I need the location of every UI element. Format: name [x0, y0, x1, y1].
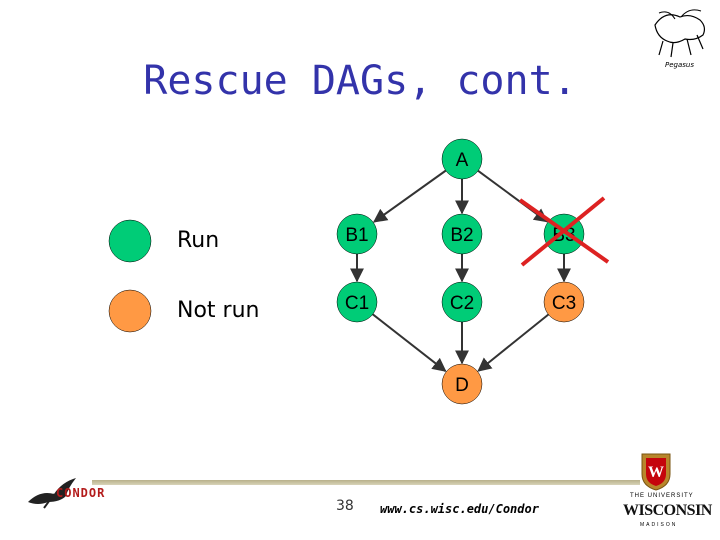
- edge-c1-d: [372, 313, 447, 372]
- node-circle-c3: [543, 281, 585, 323]
- edge-a-b1: [372, 169, 447, 223]
- wisc-university-label: THE UNIVERSITY: [630, 493, 694, 499]
- node-label-d: D: [455, 375, 469, 396]
- dag-node-b1: B1: [336, 213, 378, 255]
- page-number: 38: [336, 498, 354, 514]
- footer-divider: [92, 480, 640, 485]
- node-circle-b1: [336, 213, 378, 255]
- dag-node-d: D: [441, 363, 483, 405]
- legend-run-label: Run: [177, 228, 220, 253]
- node-label-b2: B2: [450, 225, 473, 246]
- wisconsin-crest-icon: W: [641, 453, 671, 491]
- footer-url[interactable]: www.cs.wisc.edu/Condor: [380, 502, 539, 516]
- condor-bird-logo: [28, 478, 76, 509]
- dag-node-b2: B2: [441, 213, 483, 255]
- pegasus-logo: Pegasus: [654, 9, 706, 69]
- node-label-a: A: [456, 150, 469, 171]
- node-label-b1: B1: [345, 225, 368, 246]
- dag-node-a: A: [441, 138, 483, 180]
- failed-cross-mark: [518, 196, 610, 267]
- node-circle-c2: [441, 281, 483, 323]
- dag-node-c1: C1: [336, 281, 378, 323]
- node-circle-b2: [441, 213, 483, 255]
- node-circle-a: [441, 138, 483, 180]
- pegasus-label: Pegasus: [665, 61, 694, 69]
- wisc-name: WISCONSIN: [623, 502, 712, 519]
- edge-c3-d: [477, 313, 550, 372]
- svg-text:W: W: [648, 464, 664, 481]
- node-circle-c1: [336, 281, 378, 323]
- node-label-c3: C3: [552, 293, 576, 314]
- legend-not-run-label: Not run: [177, 298, 260, 323]
- node-label-c2: C2: [450, 293, 474, 314]
- node-label-b3: B3: [552, 225, 575, 246]
- dag-node-c3: C3: [543, 281, 585, 323]
- legend-run-swatch: [108, 219, 152, 263]
- wisc-madison-label: MADISON: [640, 522, 678, 528]
- node-label-c1: C1: [345, 293, 369, 314]
- page-title: Rescue DAGs, cont.: [143, 58, 577, 104]
- legend-not-run-swatch: [108, 289, 152, 333]
- condor-logo-text: CONDOR: [56, 486, 106, 500]
- node-circle-d: [441, 363, 483, 405]
- legend-swatches: [108, 219, 152, 333]
- dag-node-c2: C2: [441, 281, 483, 323]
